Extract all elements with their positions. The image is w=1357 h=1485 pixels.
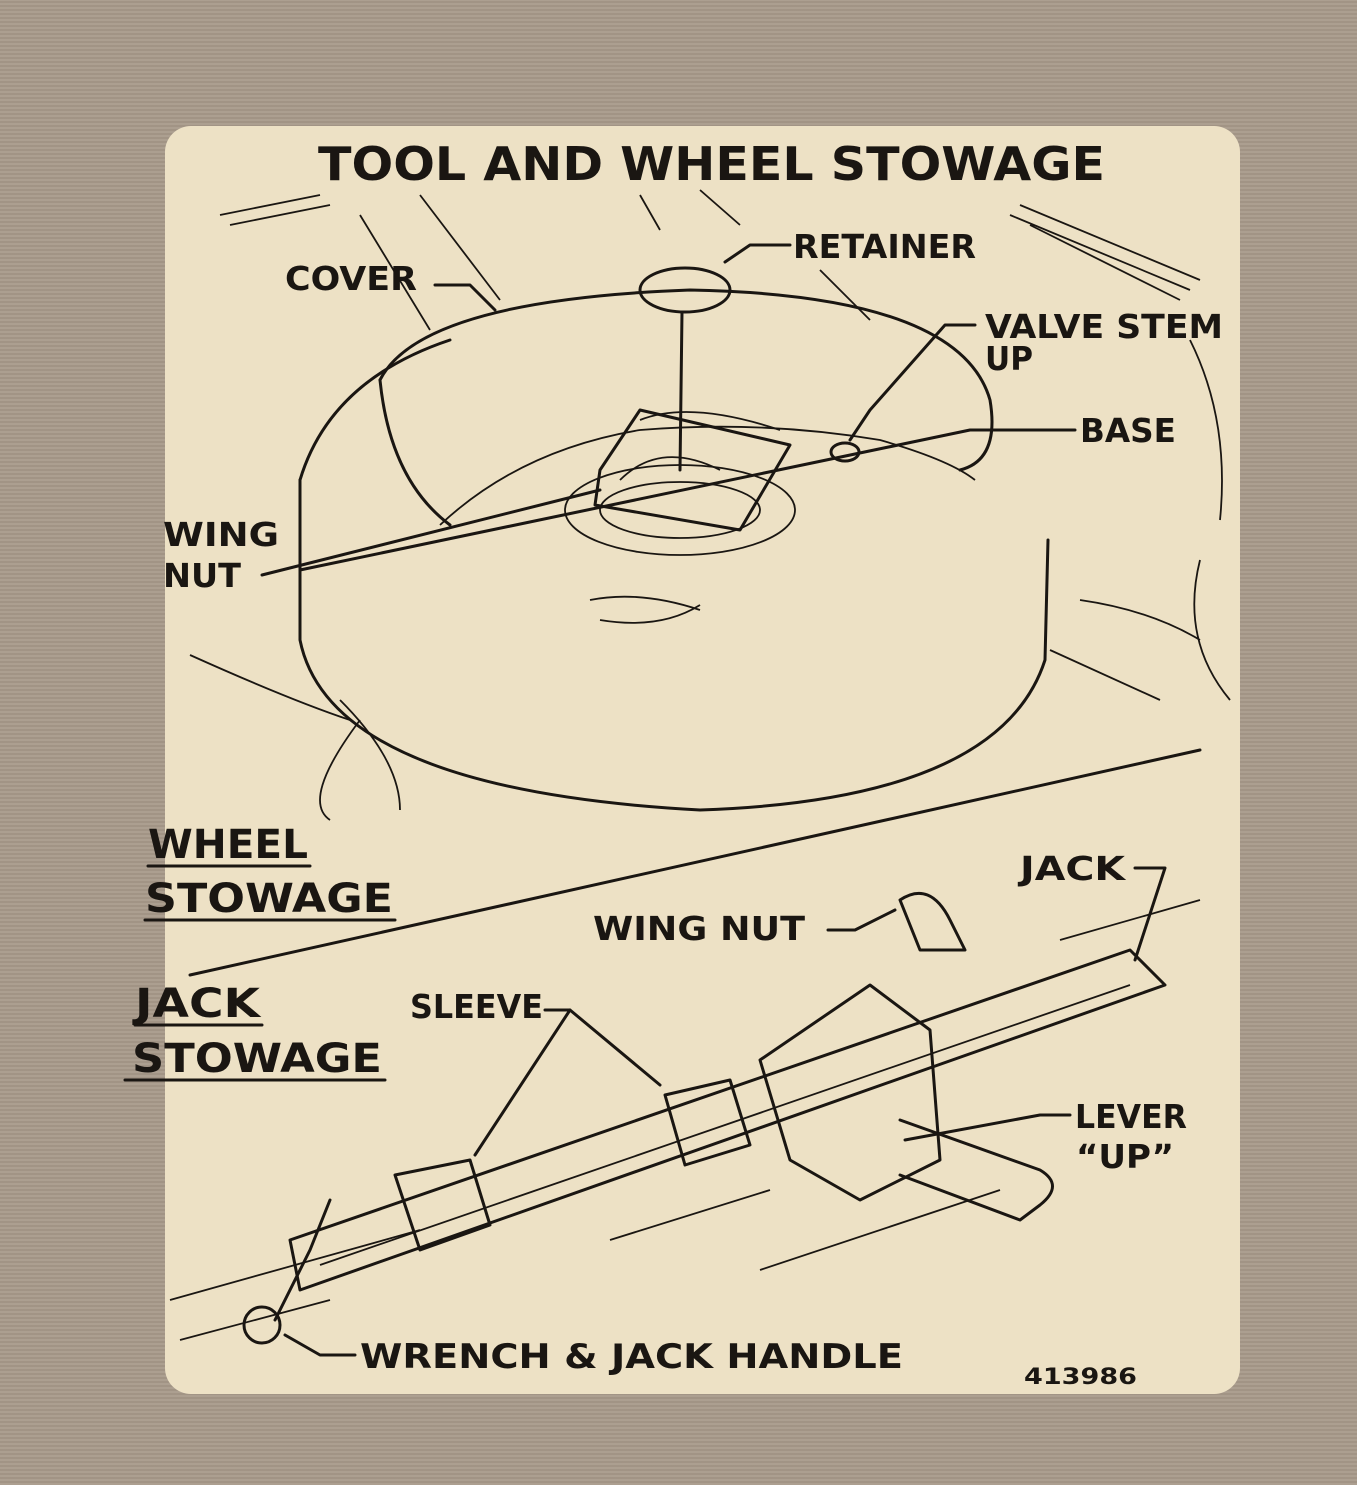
label-base: BASE: [1080, 411, 1176, 450]
part-number: 413986: [1024, 1365, 1137, 1390]
label-sleeve: SLEEVE: [410, 987, 543, 1026]
jack-leader-lines: [283, 866, 1167, 1357]
label-wing: WING: [163, 515, 279, 554]
section-divider: [188, 748, 1202, 977]
label-wing-nut: WING NUT: [593, 909, 806, 948]
decal-card: [165, 126, 1240, 1394]
label-valve-stem: VALVE STEM: [985, 307, 1223, 346]
spare-tire-illustration: [189, 189, 1231, 821]
label-lever: LEVER: [1075, 1097, 1187, 1136]
label-wrench-jack-handle: WRENCH & JACK HANDLE: [360, 1337, 903, 1377]
label-lever-up: “UP”: [1076, 1137, 1174, 1176]
jack-illustration: [169, 891, 1201, 1345]
label-cover: COVER: [285, 259, 417, 298]
heading-wheel: WHEEL: [148, 822, 308, 868]
heading-underlines: [123, 864, 397, 1082]
label-jack: JACK: [1018, 849, 1127, 888]
label-valve-up: UP: [985, 339, 1033, 378]
wheel-leader-lines: [260, 243, 1077, 577]
heading-wheel-stowage: STOWAGE: [145, 876, 393, 922]
heading-jack: JACK: [131, 981, 262, 1027]
label-retainer: RETAINER: [793, 227, 976, 266]
decal-title: TOOL AND WHEEL STOWAGE: [318, 137, 1105, 191]
heading-jack-stowage: STOWAGE: [132, 1036, 382, 1082]
label-nut: NUT: [163, 556, 241, 595]
